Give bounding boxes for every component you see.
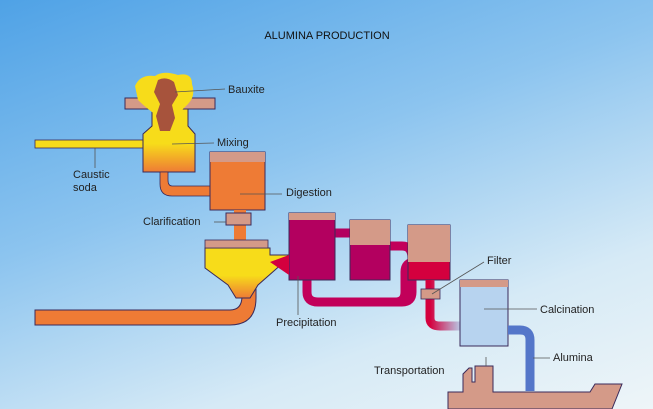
label-transportation: Transportation [374,365,445,377]
label-clarification: Clarification [143,216,200,228]
return-pipe [34,284,257,326]
caustic-soda-pipe [34,139,148,149]
label-calcination: Calcination [540,304,594,316]
clarification-unit [225,212,252,226]
filter-unit [420,288,441,300]
label-digestion: Digestion [286,187,332,199]
label-mixing: Mixing [217,137,249,149]
mixing-tank [142,108,196,173]
bauxite-ore [154,78,178,131]
mixing-digestion-pipe [159,171,211,197]
label-filter: Filter [487,255,512,267]
label-caustic-soda-line2: soda [73,182,98,194]
calcination-tank-top [460,280,508,287]
diagram-title: ALUMINA PRODUCTION [264,30,389,42]
settler-tank [204,247,294,299]
filter-to-calcination-pipe [425,280,462,331]
precipitation-tank-top [289,213,335,220]
label-precipitation: Precipitation [276,317,337,329]
calcination-tank [459,279,509,347]
settler-flange [204,239,269,249]
transport-ship [447,365,623,409]
digestion-tank-top [210,152,265,162]
precipitation-tank [288,212,336,281]
label-bauxite: Bauxite [228,84,265,96]
label-alumina: Alumina [553,352,594,364]
precipitation-tank-2-top [350,220,390,245]
settler-precip-link [270,255,289,275]
alumina-pipe [508,325,535,391]
precipitation-tank-3-top [408,225,450,262]
label-caustic-soda-line1: Caustic [73,169,110,181]
